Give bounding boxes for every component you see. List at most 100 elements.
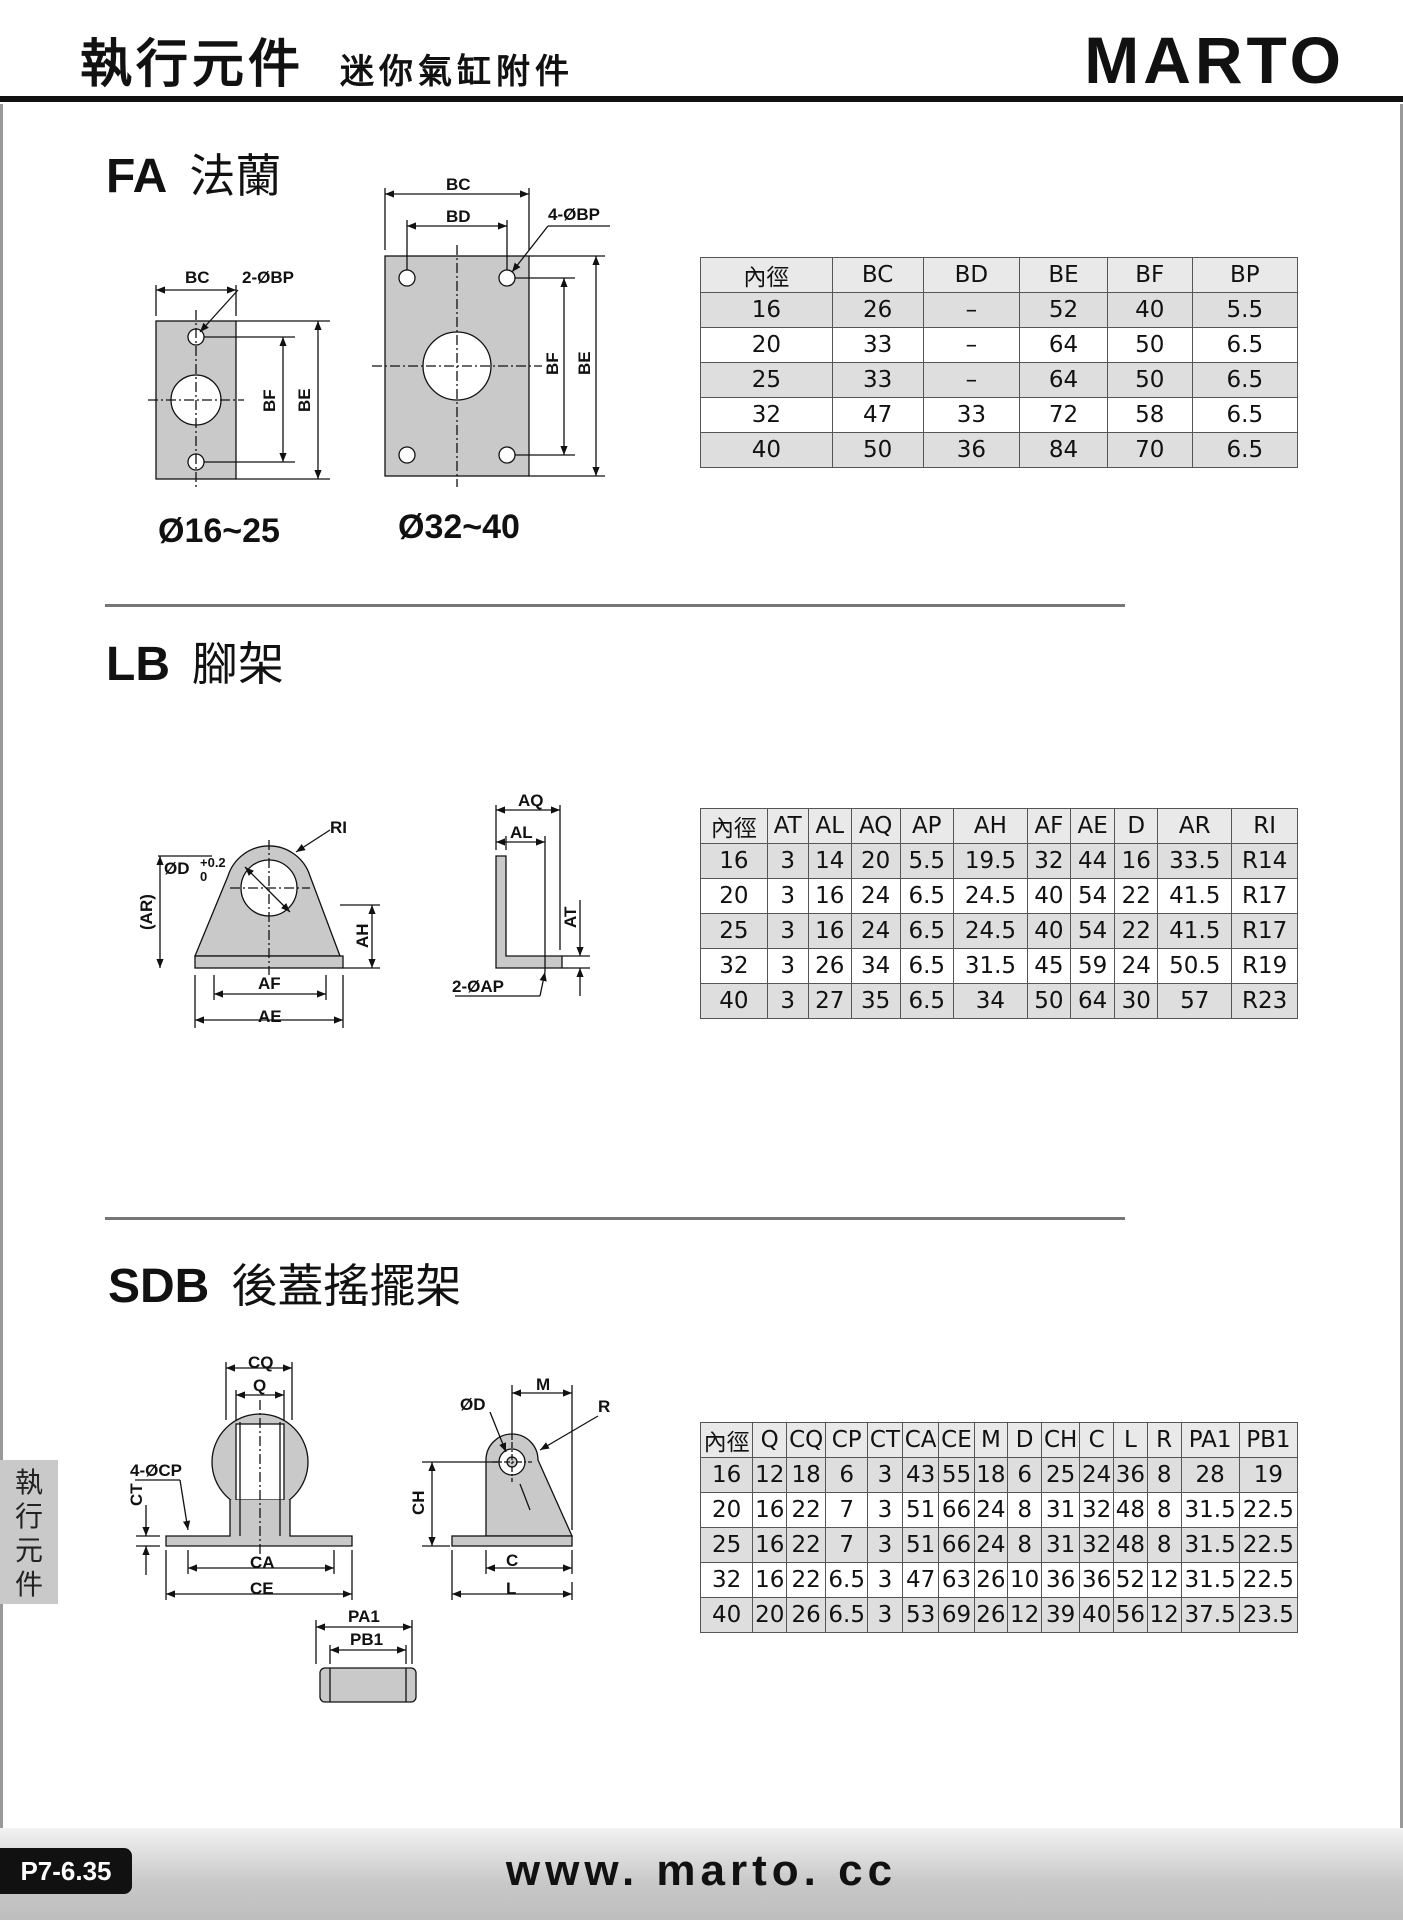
table-cell: 33 (922, 397, 1021, 433)
section-divider (105, 1217, 1125, 1220)
table-cell: 64 (1019, 327, 1108, 363)
lb-aq-label: AQ (518, 791, 544, 810)
header-subtitle: 迷你氣缸附件 (340, 52, 574, 92)
table-cell: 50.5 (1157, 948, 1233, 984)
table-cell: 26 (973, 1562, 1009, 1598)
table-cell: 33 (831, 362, 924, 398)
sdb-pb1-label: PB1 (350, 1630, 383, 1649)
table-cell: 44 (1069, 843, 1116, 879)
table-cell: 31.5 (1180, 1492, 1240, 1528)
table-cell: 22.5 (1238, 1562, 1299, 1598)
table-cell: 3 (867, 1492, 903, 1528)
table-cell: 5.5 (1191, 292, 1299, 328)
table-cell: 58 (1106, 397, 1193, 433)
table-cell: 18 (973, 1457, 1009, 1493)
fa-large-flange-drawing (372, 188, 610, 487)
table-cell: 31.5 (1180, 1562, 1240, 1598)
table-cell: 14 (807, 843, 852, 879)
table-cell: R14 (1231, 843, 1298, 879)
table-cell: 22 (786, 1492, 827, 1528)
table-cell: 22.5 (1238, 1492, 1299, 1528)
table-header-cell: 內徑 (700, 808, 768, 844)
sdb-d-label: ØD (460, 1395, 486, 1414)
table-cell: 40 (700, 432, 833, 468)
sdb-side-drawing (422, 1385, 599, 1600)
lb-at-label: AT (561, 906, 580, 928)
sdb-code: SDB (108, 1260, 210, 1313)
fa-large-bp-label: 4-ØBP (548, 205, 600, 224)
table-header-cell: RI (1231, 808, 1298, 844)
page-header: 執行元件 迷你氣缸附件 MARTO (0, 0, 1403, 104)
table-cell: 22.5 (1238, 1527, 1299, 1563)
table-cell: 70 (1106, 432, 1193, 468)
fa-large-caption: Ø32~40 (398, 508, 520, 546)
table-header-cell: AE (1069, 808, 1116, 844)
table-cell: 16 (807, 913, 852, 949)
table-cell: 24 (850, 913, 901, 949)
table-cell: 3 (766, 878, 809, 914)
sdb-cq-label: CQ (248, 1353, 274, 1372)
table-cell: 36 (1113, 1457, 1148, 1493)
side-tab: 執行元件 (0, 1460, 58, 1604)
table-cell: 40 (1026, 878, 1071, 914)
sdb-ce-label: CE (250, 1579, 274, 1598)
table-cell: 50 (1106, 362, 1193, 398)
table-cell: 12 (1007, 1597, 1043, 1633)
header-rule (0, 96, 1403, 102)
table-cell: 51 (901, 1492, 940, 1528)
table-header-cell: CH (1041, 1422, 1081, 1458)
lb-ah-label: AH (353, 923, 372, 948)
lb-tol-up-label: +0.2 (200, 855, 226, 870)
sdb-ch-label: CH (409, 1490, 428, 1515)
table-cell: 40 (1079, 1597, 1115, 1633)
table-cell: 20 (700, 327, 833, 363)
sdb-m-label: M (536, 1375, 550, 1394)
sdb-l-label: L (506, 1579, 516, 1598)
table-cell: 63 (938, 1562, 975, 1598)
sdb-r-label: R (598, 1397, 610, 1416)
table-cell: 26 (973, 1597, 1009, 1633)
table-header-cell: Q (752, 1422, 788, 1458)
lb-af-label: AF (258, 974, 281, 993)
table-cell: 32 (700, 397, 833, 433)
table-cell: 6.5 (1191, 327, 1299, 363)
table-header-cell: CQ (786, 1422, 827, 1458)
table-cell: 6.5 (1191, 432, 1299, 468)
table-header-cell: PB1 (1238, 1422, 1299, 1458)
lb-ae-label: AE (258, 1007, 282, 1026)
table-cell: 24 (973, 1527, 1009, 1563)
left-border (0, 104, 3, 1829)
table-cell: 8 (1146, 1527, 1182, 1563)
table-header-cell: AH (952, 808, 1028, 844)
table-cell: R19 (1231, 948, 1298, 984)
table-header-cell: CA (901, 1422, 940, 1458)
table-cell: 22 (1114, 913, 1159, 949)
table-cell: 33 (831, 327, 924, 363)
table-cell: 34 (952, 983, 1028, 1019)
table-cell: 41.5 (1157, 913, 1233, 949)
sdb-pa1-label: PA1 (348, 1607, 380, 1626)
table-cell: 50 (831, 432, 924, 468)
table-cell: 25 (1041, 1457, 1081, 1493)
table-cell: 35 (850, 983, 901, 1019)
table-cell: 6.5 (899, 948, 954, 984)
fa-small-flange-drawing (148, 285, 330, 490)
table-cell: 32 (700, 948, 768, 984)
table-cell: 25 (699, 1527, 754, 1563)
table-header-cell: BF (1106, 257, 1193, 293)
sdb-cp-label: 4-ØCP (130, 1461, 182, 1480)
sdb-pin-drawing (315, 1620, 417, 1703)
brand-logo: MARTO (1084, 23, 1345, 97)
table-cell: 3 (766, 913, 809, 949)
fa-large-bf-label: BF (543, 352, 562, 375)
table-cell: 66 (938, 1527, 975, 1563)
table-cell: 54 (1069, 913, 1116, 949)
table-cell: 69 (938, 1597, 975, 1633)
table-header-cell: CT (867, 1422, 903, 1458)
